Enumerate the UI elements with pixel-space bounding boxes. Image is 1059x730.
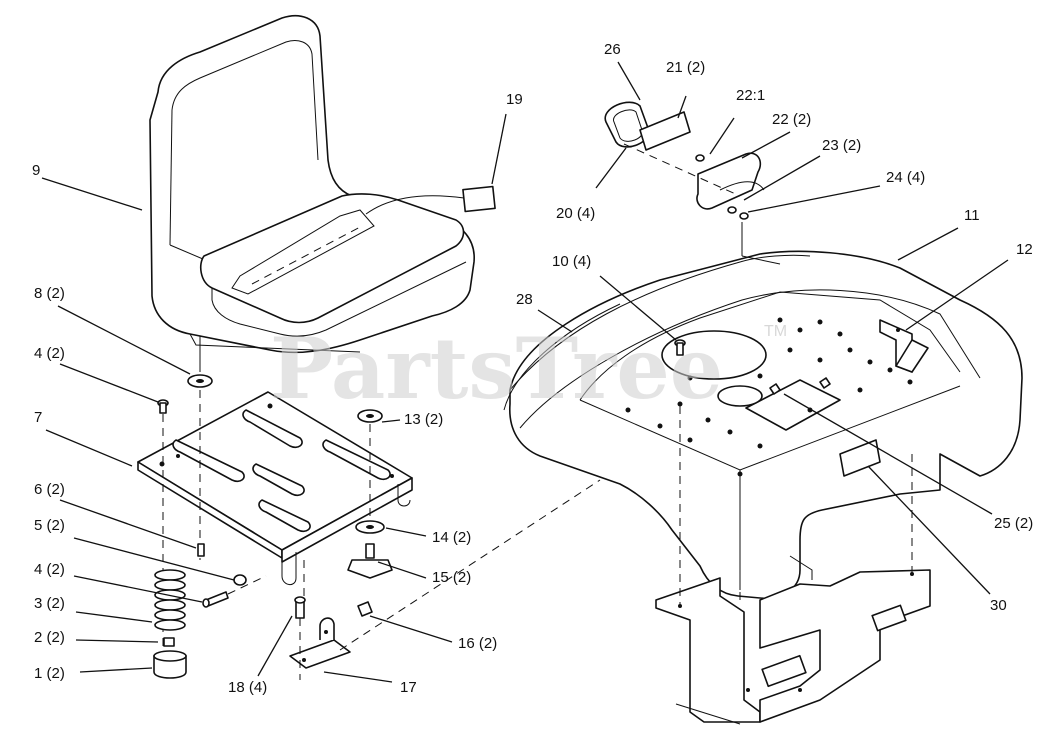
svg-text:PartsTree: PartsTree xyxy=(270,319,723,418)
fender-hardware xyxy=(674,339,831,395)
leader-lines xyxy=(41,61,1009,683)
callout-18: 18 (4) xyxy=(228,679,267,696)
callout-22-1: 22:1 xyxy=(736,87,765,104)
washer-parts xyxy=(157,374,383,680)
callout-4b: 4 (2) xyxy=(34,561,65,578)
seat-plate-part xyxy=(137,391,413,585)
callout-14: 14 (2) xyxy=(432,529,471,546)
seat-part xyxy=(149,14,496,372)
callout-28: 28 xyxy=(516,291,533,308)
callout-labels: 9 19 8 (2) 4 (2) 7 13 (2) 6 (2) 5 (2) 4 … xyxy=(32,41,1033,696)
callout-2: 2 (2) xyxy=(34,629,65,646)
callout-24: 24 (4) xyxy=(886,169,925,186)
light-assembly-parts xyxy=(604,101,781,265)
callout-11: 11 xyxy=(964,207,980,224)
callout-15: 15 (2) xyxy=(432,569,471,586)
fender-part xyxy=(503,250,1023,599)
frame-part xyxy=(655,406,931,725)
callout-13: 13 (2) xyxy=(404,411,443,428)
callout-4a: 4 (2) xyxy=(34,345,65,362)
callout-22: 22 (2) xyxy=(772,111,811,128)
callout-5: 5 (2) xyxy=(34,517,65,534)
bracket-parts xyxy=(289,479,601,680)
callout-23: 23 (2) xyxy=(822,137,861,154)
svg-text:TM: TM xyxy=(764,323,787,340)
watermark: PartsTree TM xyxy=(270,319,787,418)
callout-16: 16 (2) xyxy=(458,635,497,652)
callout-7: 7 xyxy=(34,409,42,426)
callout-10: 10 (4) xyxy=(552,253,591,270)
callout-17: 17 xyxy=(400,679,417,696)
fender-holes xyxy=(625,317,913,477)
callout-8: 8 (2) xyxy=(34,285,65,302)
spring-stack-parts xyxy=(153,569,187,679)
callout-6: 6 (2) xyxy=(34,481,65,498)
callout-30: 30 xyxy=(990,597,1007,614)
callout-21: 21 (2) xyxy=(666,59,705,76)
callout-19: 19 xyxy=(506,91,523,108)
callout-25: 25 (2) xyxy=(994,515,1033,532)
hardware-parts xyxy=(197,543,267,608)
callout-9: 9 xyxy=(32,162,40,179)
callout-1: 1 (2) xyxy=(34,665,65,682)
callout-20: 20 (4) xyxy=(556,205,595,222)
knob-parts xyxy=(347,520,393,579)
callout-12: 12 xyxy=(1016,241,1033,258)
callout-3: 3 (2) xyxy=(34,595,65,612)
callout-26: 26 xyxy=(604,41,621,58)
